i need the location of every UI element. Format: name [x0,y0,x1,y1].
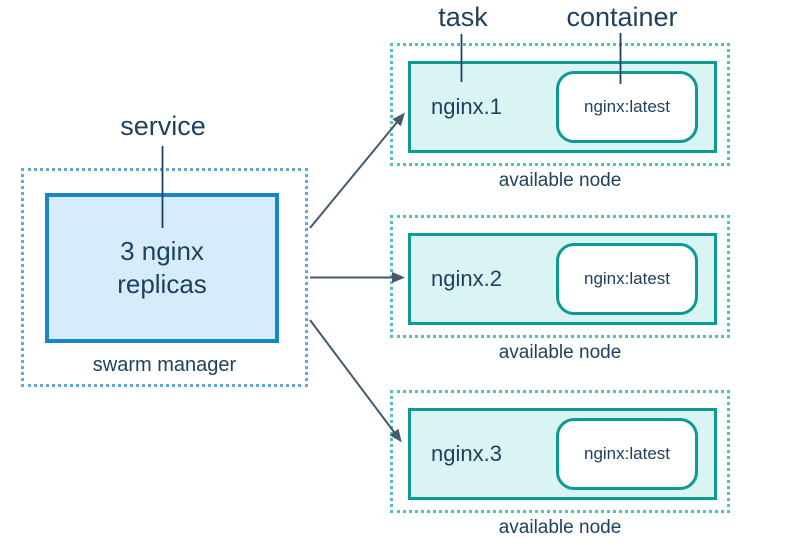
container-image-label-2: nginx:latest [584,269,670,288]
container-label: container [566,2,678,32]
available-node-caption-3: available node [498,517,622,538]
available-node-3: nginx.3 nginx:latest available node [390,390,730,538]
task-name-3: nginx.3 [431,441,502,466]
task-box-3: nginx.3 nginx:latest [408,408,717,500]
task-box-1: nginx.1 nginx:latest [408,61,717,153]
available-node-caption-1: available node [498,170,622,191]
task-label: task [438,2,488,32]
available-node-caption-2: available node [498,342,622,363]
container-box-2: nginx:latest [556,243,698,315]
available-node-2: nginx.2 nginx:latest available node [390,215,730,363]
arrow-manager-to-node-3 [309,319,402,443]
service-box-title: 3 nginx replicas [117,236,207,299]
container-box-1: nginx:latest [556,71,698,143]
service-label: service [120,111,206,141]
task-name-2: nginx.2 [431,266,502,291]
container-box-3: nginx:latest [556,418,698,490]
task-box-2: nginx.2 nginx:latest [408,233,717,325]
swarm-manager-caption: swarm manager [92,354,237,376]
available-node-1: nginx.1 nginx:latest available node [390,43,730,191]
container-image-label-1: nginx:latest [584,97,670,116]
container-image-label-3: nginx:latest [584,444,670,463]
service-box: 3 nginx replicas [45,193,279,343]
swarm-manager-group: 3 nginx replicas swarm manager [21,168,308,387]
task-name-1: nginx.1 [431,94,502,119]
